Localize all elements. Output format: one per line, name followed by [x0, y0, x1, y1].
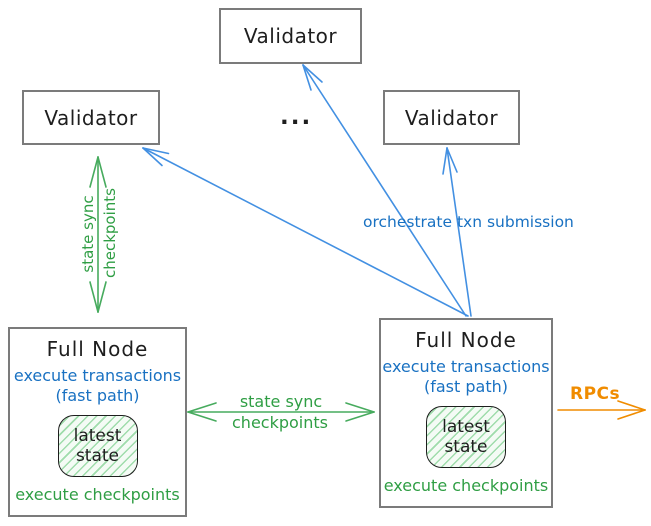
latest-state-box: latest state	[426, 406, 506, 468]
latest-state-box: latest state	[57, 415, 138, 477]
latest-state-line1: latest	[442, 417, 490, 437]
full-node-box-right: Full Node execute transactions (fast pat…	[379, 318, 553, 508]
vertical-state-sync-label-line1: state sync	[79, 195, 97, 273]
validator-box-right: Validator	[383, 90, 520, 145]
horizontal-state-sync-label-line1: state sync	[239, 392, 323, 411]
horizontal-state-sync-label-line2: checkpoints	[232, 413, 328, 432]
execute-transactions-line: execute transactions	[13, 366, 182, 385]
vertical-state-sync-label-line2: checkpoints	[101, 188, 119, 278]
latest-state-line2: state	[444, 437, 488, 457]
validator-label: Validator	[243, 24, 338, 48]
txn-submission-arrow-to-right-validator	[442, 147, 472, 317]
orchestrate-txn-submission-label: orchestrate txn submission	[363, 213, 574, 231]
execute-checkpoints-label: execute checkpoints	[383, 476, 549, 495]
validators-ellipsis: ...	[280, 104, 313, 130]
validator-box-left: Validator	[22, 90, 160, 145]
latest-state-line2: state	[75, 446, 120, 466]
full-node-title: Full Node	[46, 337, 149, 361]
latest-state-line1: latest	[73, 426, 122, 446]
execute-transactions-label: execute transactions (fast path)	[382, 357, 549, 397]
validator-box-top: Validator	[219, 8, 362, 64]
execute-checkpoints-label: execute checkpoints	[15, 485, 180, 504]
execute-transactions-label: execute transactions (fast path)	[14, 366, 181, 406]
fast-path-line: (fast path)	[424, 377, 508, 396]
full-node-box-left: Full Node execute transactions (fast pat…	[8, 327, 187, 517]
fast-path-line: (fast path)	[55, 386, 140, 405]
validator-label: Validator	[44, 105, 138, 130]
full-node-title: Full Node	[415, 328, 517, 352]
execute-transactions-line: execute transactions	[382, 357, 550, 376]
rpcs-label: RPCs	[570, 384, 621, 404]
validator-label: Validator	[404, 105, 499, 130]
txn-submission-arrow-to-left-validator	[142, 147, 469, 317]
